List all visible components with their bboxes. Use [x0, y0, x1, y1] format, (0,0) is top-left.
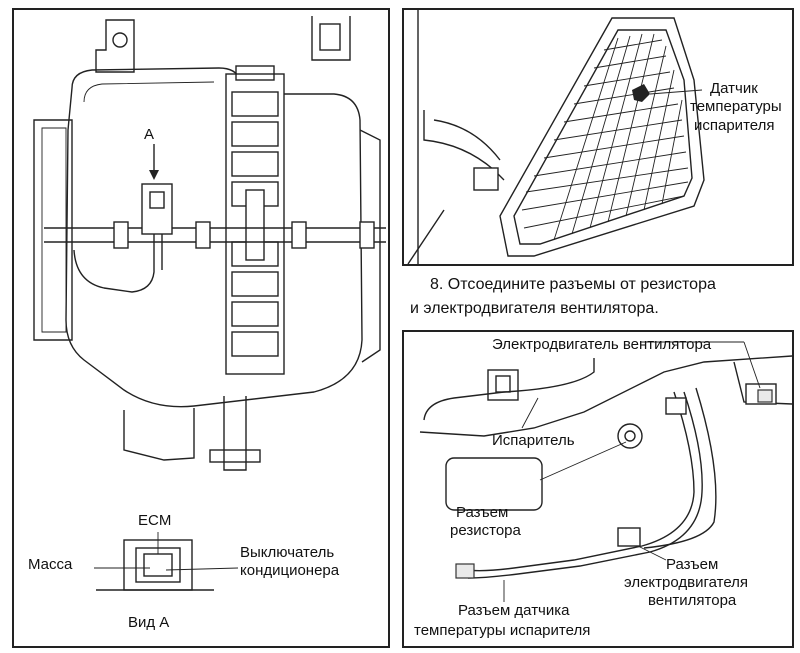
ground-label: Масса: [28, 556, 73, 573]
motor-connector-label-line1: Разъем: [666, 556, 719, 573]
sensor-connector-label-line1: Разъем датчика: [458, 602, 570, 619]
evaporator-sensor-drawing: [407, 10, 705, 264]
sensor-label-line1: Датчик: [710, 80, 758, 97]
ac-switch-label-line1: Выключатель: [240, 544, 335, 561]
connectors-drawing: [419, 341, 792, 602]
ac-switch-label-line2: кондиционера: [240, 562, 340, 579]
sensor-connector-label-line2: температуры испарителя: [414, 622, 591, 639]
sensor-label-line2: температуры: [690, 98, 782, 115]
view-a-caption: Вид А: [128, 614, 170, 631]
ecm-label: ECM: [138, 512, 172, 529]
evaporator-housing-drawing: [33, 16, 386, 591]
evaporator-sensor-panel: Датчик температуры испарителя: [402, 8, 794, 266]
evaporator-label: Испаритель: [492, 432, 575, 449]
connectors-panel: Электродвигатель вентилятора Испаритель …: [402, 330, 794, 648]
step-8-line2: и электродвигателя вентилятора.: [410, 300, 659, 317]
step-8-line1: 8. Отсоедините разъемы от резистора: [430, 276, 716, 293]
left-illustration-panel: A ECM Масса Выключатель кондиционера Вид…: [12, 8, 390, 648]
resistor-connector-label-line2: резистора: [450, 522, 521, 539]
sensor-label-line3: испарителя: [694, 117, 775, 134]
view-arrow-label: A: [144, 126, 155, 143]
resistor-connector-label-line1: Разъем: [456, 504, 509, 521]
motor-connector-label-line3: вентилятора: [648, 592, 737, 609]
evaporator-fins: [521, 33, 689, 241]
blower-motor-label: Электродвигатель вентилятора: [492, 336, 712, 353]
motor-connector-label-line2: электродвигателя: [624, 574, 749, 591]
